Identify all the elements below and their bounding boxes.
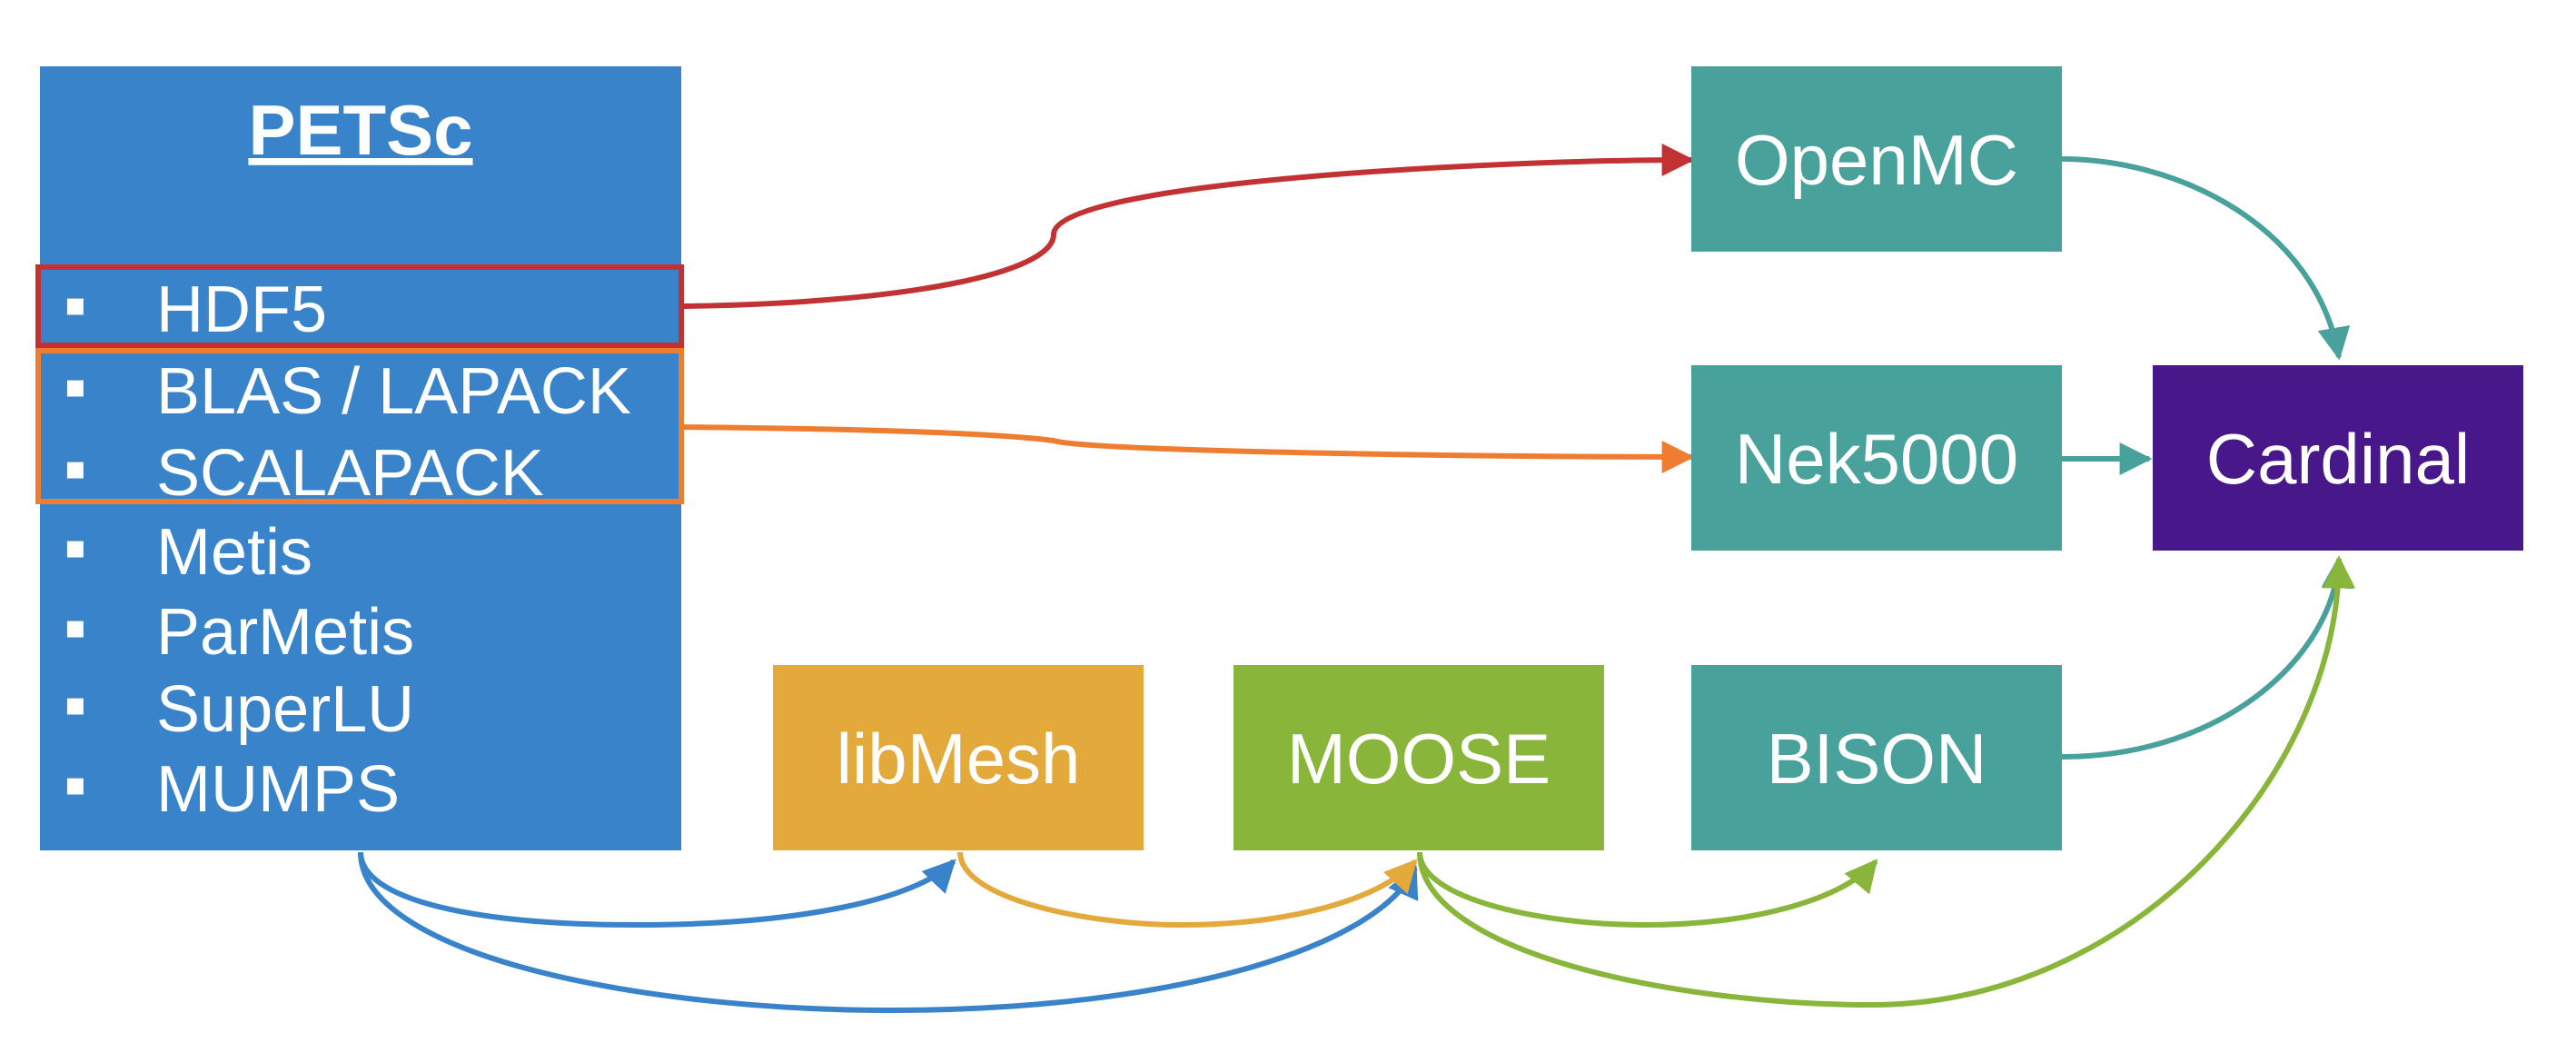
blas-scalapack-highlight-frame bbox=[35, 348, 684, 504]
bullet: ▪ bbox=[64, 669, 87, 741]
petsc-list-item-mumps: ▪ MUMPS bbox=[64, 749, 400, 826]
arrow-moose-to-cardinal bbox=[1417, 555, 2355, 1008]
bullet: ▪ bbox=[64, 512, 87, 584]
list-item-label: ParMetis bbox=[156, 596, 414, 669]
nek5000-box bbox=[1691, 365, 2062, 551]
bison-label: BISON bbox=[1767, 719, 1987, 799]
list-item-label: SuperLU bbox=[156, 673, 414, 746]
petsc-list-item-superlu: ▪ SuperLU bbox=[64, 669, 414, 746]
node-libmesh: libMesh bbox=[773, 665, 1144, 850]
moose-label: MOOSE bbox=[1287, 719, 1551, 799]
node-bison: BISON bbox=[1691, 665, 2062, 850]
arrow-moose-to-bison bbox=[1417, 851, 1878, 929]
list-item-label: BLAS / LAPACK bbox=[156, 355, 631, 428]
list-item-label: Metis bbox=[156, 516, 312, 589]
bison-box bbox=[1691, 665, 2062, 850]
arrow-petsc-to-libmesh bbox=[358, 851, 956, 929]
arrow-hdf5-to-openmc bbox=[680, 144, 1695, 309]
moose-box bbox=[1234, 665, 1604, 850]
bullet: ▪ bbox=[64, 432, 87, 505]
node-openmc: OpenMC bbox=[1691, 66, 2062, 252]
bullet: ▪ bbox=[64, 749, 87, 821]
cardinal-box bbox=[2153, 365, 2523, 551]
node-nek5000: Nek5000 bbox=[1691, 365, 2062, 551]
libmesh-label: libMesh bbox=[837, 719, 1081, 799]
node-cardinal: Cardinal bbox=[2153, 365, 2523, 551]
openmc-box bbox=[1691, 66, 2062, 252]
arrow-bison-to-cardinal bbox=[2061, 555, 2354, 760]
arrow-blas-to-nek5000 bbox=[680, 424, 1695, 473]
nek5000-label: Nek5000 bbox=[1735, 419, 2018, 499]
petsc-title: PETSc bbox=[248, 90, 472, 170]
arrow-libmesh-to-moose bbox=[957, 851, 1418, 929]
petsc-list-item-blas-lapack: ▪ BLAS / LAPACK bbox=[64, 351, 631, 428]
cardinal-label: Cardinal bbox=[2206, 419, 2470, 499]
arrow-petsc-to-moose bbox=[358, 851, 1419, 1014]
list-item-label: SCALAPACK bbox=[156, 437, 544, 510]
node-moose: MOOSE bbox=[1234, 665, 1604, 850]
petsc-block: PETSc ▪ HDF5 ▪ BLAS / LAPACK ▪ SCALAPACK… bbox=[35, 66, 684, 850]
list-item-label: HDF5 bbox=[156, 273, 327, 346]
connectors bbox=[358, 144, 2355, 1014]
bullet: ▪ bbox=[64, 269, 87, 342]
openmc-label: OpenMC bbox=[1735, 120, 2018, 200]
arrow-openmc-to-cardinal bbox=[2061, 156, 2351, 361]
petsc-list-item-hdf5: ▪ HDF5 bbox=[64, 269, 327, 346]
list-item-label: MUMPS bbox=[156, 753, 400, 826]
petsc-list-item-parmetis: ▪ ParMetis bbox=[64, 591, 414, 669]
petsc-box bbox=[40, 66, 681, 850]
libmesh-box bbox=[773, 665, 1144, 850]
bullet: ▪ bbox=[64, 351, 87, 423]
petsc-list-item-metis: ▪ Metis bbox=[64, 512, 312, 589]
bullet: ▪ bbox=[64, 591, 87, 664]
petsc-list-item-scalapack: ▪ SCALAPACK bbox=[64, 432, 544, 510]
